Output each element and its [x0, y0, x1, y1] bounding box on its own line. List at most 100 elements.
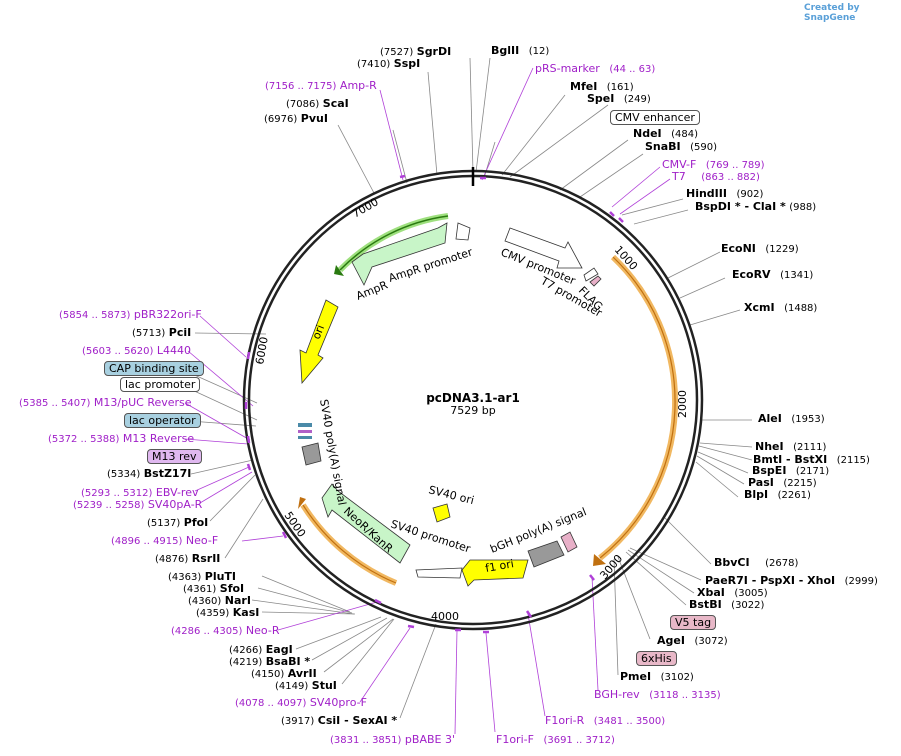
primer-m13-reverse[interactable]: (5372 .. 5388) M13 Reverse: [48, 432, 195, 445]
label-ori: ori: [310, 323, 327, 341]
site-eagi[interactable]: (4266) EagI: [229, 643, 293, 656]
sv40-polya-stripe1: [298, 423, 312, 427]
site-sspi[interactable]: (7410) SspI: [357, 57, 421, 70]
orange-arc-right-head: [593, 554, 606, 566]
plasmid-size: 7529 bp: [450, 404, 496, 417]
flag-arrow: [589, 275, 602, 287]
primer-m13-puc-reverse[interactable]: (5385 .. 5407) M13/pUC Reverse: [19, 396, 192, 409]
site-avrii[interactable]: (4150) AvrII: [251, 667, 317, 680]
site-spei[interactable]: SpeI (249): [587, 92, 651, 105]
primer-t7[interactable]: T7 (863 .. 882): [672, 170, 760, 183]
tick-6000: 6000: [253, 336, 271, 366]
cmv-promoter-arrow: [504, 227, 583, 269]
site-agei[interactable]: AgeI (3072): [657, 634, 728, 647]
site-rsrii[interactable]: (4876) RsrII: [155, 552, 221, 565]
site-stui[interactable]: (4149) StuI: [275, 679, 337, 692]
label-sv40-ori: SV40 ori: [427, 483, 475, 507]
feature-m13-rev[interactable]: M13 rev: [147, 449, 202, 464]
site-scai[interactable]: (7086) ScaI: [286, 97, 349, 110]
feature-cmv-enhancer[interactable]: CMV enhancer: [610, 110, 700, 125]
tick-4000: 4000: [431, 610, 459, 623]
primer-neo-r[interactable]: (4286 .. 4305) Neo-R: [171, 624, 280, 637]
primer-amp-r[interactable]: (7156 .. 7175) Amp-R: [265, 79, 377, 92]
site-alei[interactable]: AleI (1953): [758, 412, 825, 425]
primer-sv40pa-r[interactable]: (5239 .. 5258) SV40pA-R: [73, 498, 203, 511]
site-pcii[interactable]: (5713) PciI: [132, 326, 192, 339]
primer-ticks: [244, 174, 624, 634]
site-pmei[interactable]: PmeI (3102): [620, 670, 694, 683]
sv40-ori-box: [432, 503, 451, 523]
snapgene-credit: Created by SnapGene: [804, 3, 901, 23]
site-pfoi[interactable]: (5137) PfoI: [147, 516, 209, 529]
primer-neo-f[interactable]: (4896 .. 4915) Neo-F: [111, 534, 219, 547]
f1-ori-arrow: [461, 559, 529, 587]
site-bsabi[interactable]: (4219) BsaBI *: [229, 655, 311, 668]
site-econi[interactable]: EcoNI (1229): [721, 242, 799, 255]
site-pasi[interactable]: PasI (2215): [748, 476, 817, 489]
sv40-polya-stripe2: [298, 430, 312, 433]
site-xhoi[interactable]: PaeR7I - PspXI - XhoI (2999): [705, 574, 878, 587]
primer-pbr322ori-f[interactable]: (5854 .. 5873) pBR322ori-F: [59, 308, 202, 321]
feature-6xhis[interactable]: 6xHis: [636, 651, 677, 666]
site-bspdi-clai[interactable]: BspDI * - ClaI * (988): [695, 200, 817, 213]
site-snabi[interactable]: SnaBI (590): [645, 140, 718, 153]
site-mfei[interactable]: MfeI (161): [570, 80, 634, 93]
primer-sv40pro-f[interactable]: (4078 .. 4097) SV40pro-F: [235, 696, 367, 709]
tick-2000: 2000: [676, 390, 689, 418]
primer-prs-marker[interactable]: pRS-marker (44 .. 63): [535, 62, 656, 75]
site-ndei[interactable]: NdeI (484): [633, 127, 699, 140]
orange-arc-left-core: [302, 504, 397, 584]
site-xcmi[interactable]: XcmI (1488): [744, 301, 818, 314]
feature-cap-binding-site[interactable]: CAP binding site: [104, 361, 204, 376]
site-xbai[interactable]: XbaI (3005): [697, 586, 768, 599]
primer-cmv-f[interactable]: CMV-F (769 .. 789): [662, 158, 765, 171]
site-kasi[interactable]: (4359) KasI: [196, 606, 260, 619]
feature-lac-promoter[interactable]: lac promoter: [120, 377, 201, 392]
bgh-polya-box: [527, 540, 565, 568]
site-pvui[interactable]: (6976) PvuI: [264, 112, 328, 125]
green-arc-ampr-core: [339, 215, 449, 271]
orange-arc-right-core: [599, 256, 676, 559]
sv40-polya-box: [301, 442, 322, 466]
site-pluti[interactable]: (4363) PluTI: [168, 570, 237, 583]
site-bstz17i[interactable]: (5334) BstZ17I: [107, 467, 192, 480]
feature-lac-operator[interactable]: lac operator: [124, 413, 201, 428]
site-nari[interactable]: (4360) NarI: [188, 594, 251, 607]
primer-l4440[interactable]: (5603 .. 5620) L4440: [82, 344, 192, 357]
neor-kanr-arrow: [321, 483, 411, 564]
primer-pbabe-3[interactable]: (3831 .. 3851) pBABE 3': [330, 733, 455, 746]
site-bmti-bstxi[interactable]: BmtI - BstXI (2115): [753, 453, 870, 466]
site-bspei[interactable]: BspEI (2171): [752, 464, 830, 477]
site-bglii[interactable]: BglII (12): [491, 44, 550, 57]
orange-arc-right: [598, 254, 679, 561]
sv40-polya-stripe3: [298, 436, 312, 439]
site-sfoi[interactable]: (4361) SfoI: [183, 582, 245, 595]
ampr-promoter-arrow: [455, 222, 471, 241]
ori-arrow: [299, 299, 339, 385]
site-hindiii[interactable]: HindIII (902): [686, 187, 764, 200]
label-f1-ori: f1 ori: [484, 557, 515, 575]
site-ecorv[interactable]: EcoRV (1341): [732, 268, 814, 281]
credit-prefix: Created by: [804, 3, 860, 13]
orange-arc-left-head: [298, 497, 306, 509]
primer-f1ori-f[interactable]: F1ori-F (3691 .. 3712): [496, 733, 615, 746]
site-blpi[interactable]: BlpI (2261): [744, 488, 811, 501]
ampr-arrow: [351, 222, 448, 286]
feature-v5-tag[interactable]: V5 tag: [670, 615, 717, 630]
primer-bgh-rev[interactable]: BGH-rev (3118 .. 3135): [594, 688, 721, 701]
site-bbvci[interactable]: BbvCI (2678): [714, 556, 799, 569]
green-arc-head: [334, 265, 344, 276]
t7-promoter-arrow: [583, 267, 599, 282]
site-nhei[interactable]: NheI (2111): [755, 440, 827, 453]
snapgene-logo: SnapGene: [804, 13, 856, 23]
primer-f1ori-r[interactable]: F1ori-R (3481 .. 3500): [545, 714, 666, 727]
site-sgrdi[interactable]: (7527) SgrDI: [380, 45, 452, 58]
site-bstbi[interactable]: BstBI (3022): [689, 598, 765, 611]
plasmid-name: pcDNA3.1-ar1: [426, 391, 520, 405]
primer-ebv-rev[interactable]: (5293 .. 5312) EBV-rev: [81, 486, 199, 499]
sv40-promoter-arrow: [415, 567, 463, 579]
site-csii-sexai[interactable]: (3917) CsiI - SexAI *: [281, 714, 398, 727]
leader-lines: [189, 57, 753, 719]
label-ampr: AmpR: [354, 278, 390, 302]
